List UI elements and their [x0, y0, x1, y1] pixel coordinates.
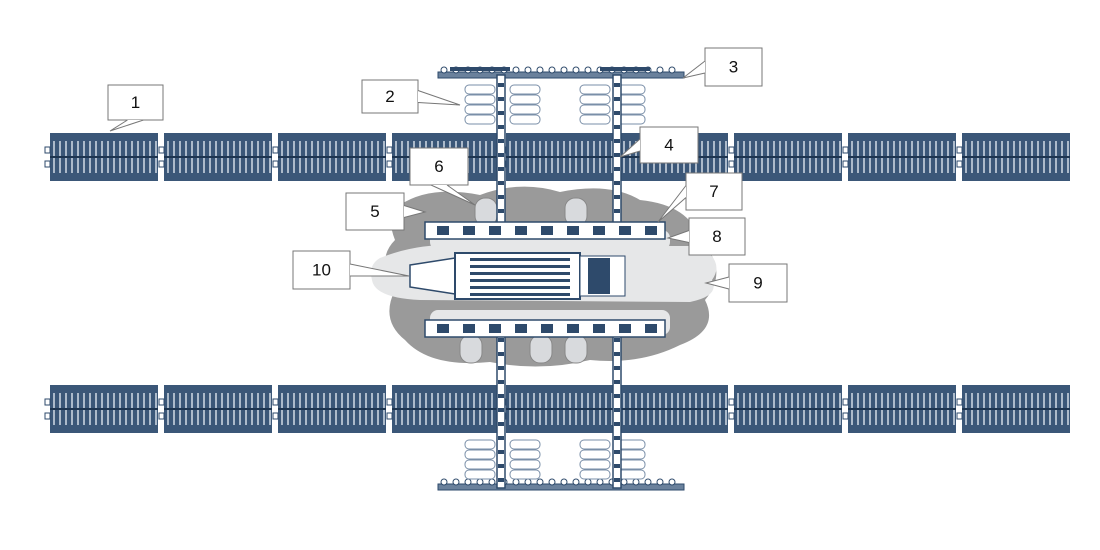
solar-panel: [500, 133, 614, 181]
callout-label: 7: [709, 182, 718, 201]
radiator: [464, 439, 496, 480]
callout-9: 9: [704, 263, 788, 303]
pod: [564, 334, 588, 364]
callout-1: 1: [107, 84, 164, 132]
robotic-arm: [600, 67, 650, 71]
solar-panel: [842, 133, 956, 181]
pod: [529, 334, 553, 364]
radiator: [614, 84, 646, 125]
solar-panel: [500, 385, 614, 433]
callout-label: 9: [753, 274, 762, 293]
callout-label: 5: [370, 202, 379, 221]
solar-panel: [956, 133, 1070, 181]
solar-panel: [842, 385, 956, 433]
callout-10: 10: [292, 250, 410, 290]
solar-panel: [728, 385, 842, 433]
radiator: [579, 439, 611, 480]
callout-4: 4: [619, 126, 699, 164]
solar-panel: [614, 385, 728, 433]
callout-label: 6: [434, 157, 443, 176]
radiator: [579, 84, 611, 125]
callout-label: 10: [312, 261, 331, 280]
callouts: 1 2 3 4 5 6 7 8 9 10: [107, 47, 788, 303]
callout-7: 7: [657, 172, 743, 223]
robotic-arm: [450, 67, 510, 71]
truss-beam: [437, 71, 685, 79]
solar-panel: [44, 385, 158, 433]
solar-panel: [728, 133, 842, 181]
solar-panel: [158, 133, 272, 181]
solar-panel: [272, 133, 386, 181]
callout-label: 1: [131, 93, 140, 112]
callout-8: 8: [666, 217, 746, 256]
pod: [459, 334, 483, 364]
solar-panel-arrays: [44, 133, 1070, 433]
callout-5: 5: [345, 192, 427, 231]
callout-label: 4: [664, 136, 673, 155]
radiator: [509, 439, 541, 480]
radiator: [509, 84, 541, 125]
core-module: [409, 252, 626, 300]
solar-panel: [158, 385, 272, 433]
callout-3: 3: [682, 47, 763, 87]
callout-6: 6: [409, 147, 476, 206]
callout-label: 8: [712, 227, 721, 246]
callout-2: 2: [361, 79, 461, 114]
solar-panel: [386, 385, 500, 433]
truss-beam: [437, 483, 685, 491]
solar-panel: [44, 133, 158, 181]
radiator: [614, 439, 646, 480]
truss-structure: [409, 66, 685, 491]
radiator: [464, 84, 496, 125]
solar-panel: [956, 385, 1070, 433]
callout-label: 3: [729, 58, 738, 77]
solar-panel: [272, 385, 386, 433]
callout-label: 2: [385, 87, 394, 106]
